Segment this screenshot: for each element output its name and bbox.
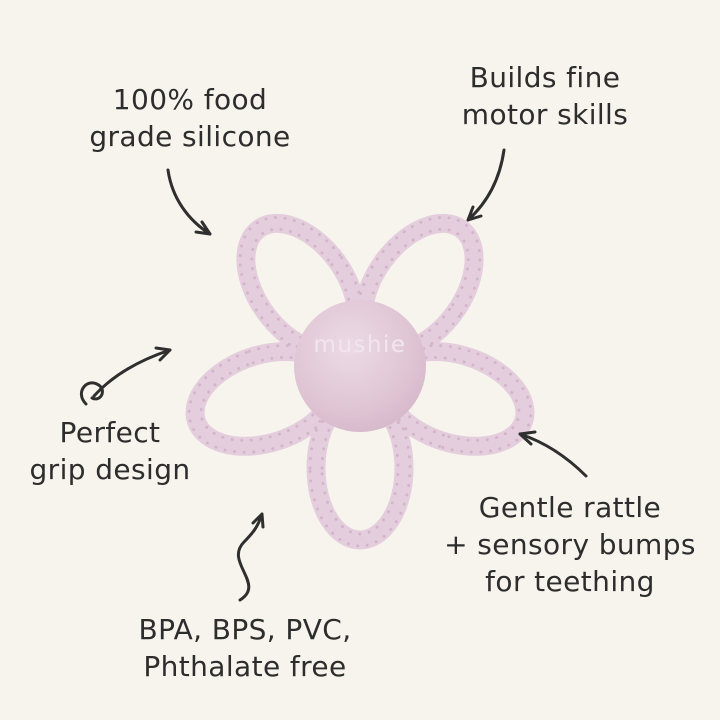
annotation-line: 100% food bbox=[112, 83, 268, 116]
annotation-line: BPA, BPS, PVC, bbox=[138, 613, 352, 646]
annotation-line: motor skills bbox=[461, 97, 629, 131]
annotation-line: Perfect bbox=[59, 416, 161, 449]
annotation-motor-skills: Builds fine motor skills bbox=[415, 60, 675, 134]
annotation-bpa-free: BPA, BPS, PVC, Phthalate free bbox=[80, 612, 410, 686]
annotation-line: Builds fine bbox=[469, 61, 621, 94]
arrow-bpa-free bbox=[236, 512, 265, 602]
annotation-line: for teething bbox=[485, 564, 655, 598]
annotation-line: grade silicone bbox=[89, 119, 291, 153]
annotation-line: + sensory bumps bbox=[444, 527, 696, 561]
brand-logo-text: mushie bbox=[313, 332, 406, 358]
annotation-food-grade: 100% food grade silicone bbox=[55, 82, 325, 156]
annotation-grip-design: Perfect grip design bbox=[5, 415, 215, 489]
annotation-arrows bbox=[79, 148, 588, 602]
annotation-gentle-rattle: Gentle rattle + sensory bumps for teethi… bbox=[425, 490, 715, 601]
arrow-motor-skills bbox=[466, 148, 506, 222]
annotation-line: Phthalate free bbox=[143, 649, 347, 683]
petal-sensory-bumps bbox=[187, 215, 533, 548]
annotation-line: Gentle rattle bbox=[478, 491, 662, 524]
annotation-line: grip design bbox=[29, 452, 191, 486]
arrow-gentle-rattle bbox=[518, 430, 588, 478]
arrow-food-grade bbox=[166, 168, 212, 236]
rattle-center-ball bbox=[294, 300, 426, 432]
arrow-grip-design bbox=[79, 346, 172, 406]
